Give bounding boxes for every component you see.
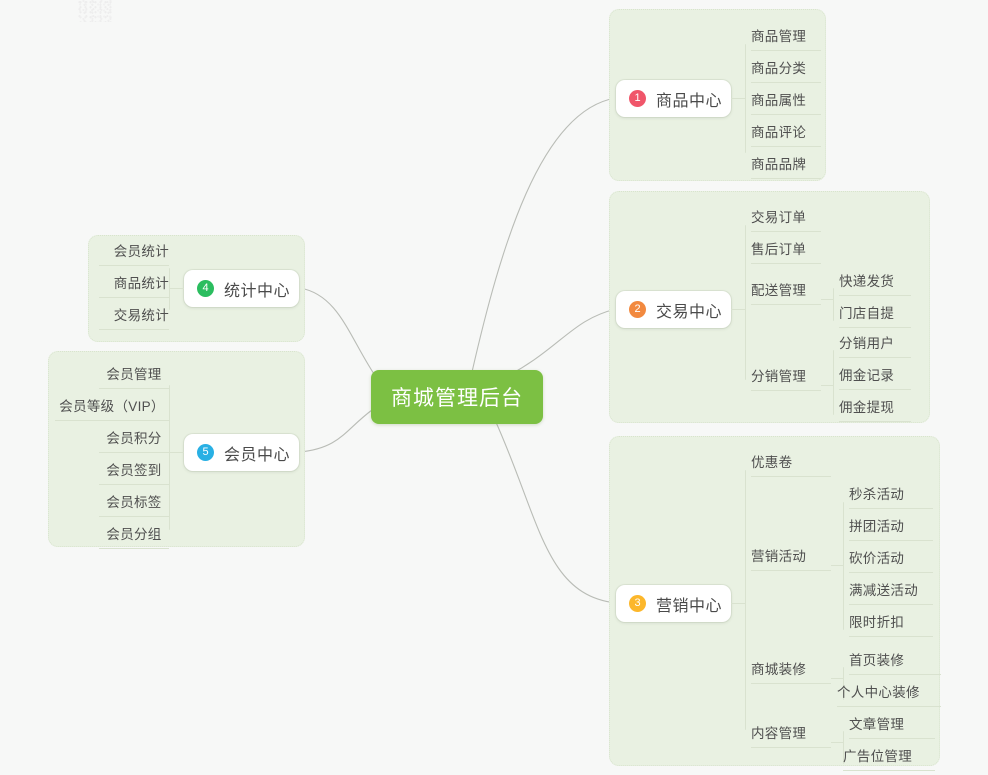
bracket-content	[843, 731, 844, 764]
leaf-node[interactable]: 会员积分	[99, 427, 169, 453]
bracket-marketing	[745, 470, 746, 730]
branch-label-stats: 统计中心	[224, 282, 291, 300]
leaf-node[interactable]: 满减送活动	[849, 579, 933, 605]
leaf-node[interactable]: 商品统计	[99, 272, 169, 298]
link-root-to-stats	[299, 287, 379, 381]
leaf-node[interactable]: 交易统计	[99, 304, 169, 330]
bracket-stats	[169, 268, 170, 310]
stub-marketing	[731, 603, 745, 604]
leaf-node[interactable]: 限时折扣	[849, 611, 933, 637]
leaf-node[interactable]: 会员等级（VIP）	[55, 395, 169, 421]
root-node-label: 商城管理后台	[391, 387, 523, 410]
watermark-artifact	[78, 0, 112, 22]
stub-member	[170, 452, 184, 453]
stub-content	[831, 742, 843, 743]
bracket-product	[745, 44, 746, 153]
branch-badge-4: 4	[197, 280, 214, 297]
stub-trade	[731, 309, 745, 310]
leaf-node[interactable]: 交易订单	[751, 206, 821, 232]
leaf-node[interactable]: 会员统计	[99, 240, 169, 266]
stub-stats	[170, 288, 184, 289]
stub-product	[731, 98, 745, 99]
stub-campaign	[831, 565, 843, 566]
sub-node[interactable]: 配送管理	[751, 279, 821, 305]
stub-decoration	[831, 678, 843, 679]
branch-badge-3: 3	[629, 595, 646, 612]
leaf-node[interactable]: 佣金提现	[839, 396, 911, 422]
link-root-to-member	[299, 409, 373, 453]
leaf-node[interactable]: 首页装修	[849, 649, 941, 675]
leaf-node[interactable]: 商品属性	[751, 89, 821, 115]
root-node[interactable]: 商城管理后台	[371, 370, 543, 424]
link-root-to-product	[471, 97, 617, 373]
leaf-node[interactable]: 文章管理	[849, 713, 935, 739]
branch-label-trade: 交易中心	[656, 303, 723, 321]
sub-node[interactable]: 商城装修	[751, 658, 831, 684]
leaf-node[interactable]: 优惠卷	[751, 451, 831, 477]
branch-badge-2: 2	[629, 301, 646, 318]
leaf-node[interactable]: 分销用户	[839, 332, 911, 358]
branch-node-stats[interactable]: 4 统计中心	[184, 270, 299, 307]
stub-delivery	[821, 299, 833, 300]
branch-label-marketing: 营销中心	[656, 597, 723, 615]
branch-node-product[interactable]: 1 商品中心	[616, 80, 731, 117]
leaf-node[interactable]: 会员管理	[99, 363, 169, 389]
leaf-node[interactable]: 会员分组	[99, 523, 169, 549]
sub-node[interactable]: 分销管理	[751, 365, 821, 391]
leaf-node[interactable]: 商品分类	[751, 57, 821, 83]
sub-node[interactable]: 内容管理	[751, 722, 831, 748]
leaf-node[interactable]: 售后订单	[751, 238, 821, 264]
leaf-node[interactable]: 商品管理	[751, 25, 821, 51]
branch-node-trade[interactable]: 2 交易中心	[616, 291, 731, 328]
leaf-node[interactable]: 广告位管理	[843, 745, 935, 771]
leaf-node[interactable]: 会员标签	[99, 491, 169, 517]
leaf-node[interactable]: 商品评论	[751, 121, 821, 147]
branch-badge-1: 1	[629, 90, 646, 107]
leaf-node[interactable]: 砍价活动	[849, 547, 933, 573]
branch-node-member[interactable]: 5 会员中心	[184, 434, 299, 471]
leaf-node[interactable]: 商品品牌	[751, 153, 821, 179]
stub-distribution	[821, 385, 833, 386]
bracket-delivery	[833, 288, 834, 321]
leaf-node[interactable]: 个人中心装修	[837, 681, 941, 707]
branch-node-marketing[interactable]: 3 营销中心	[616, 585, 731, 622]
bracket-distribution	[833, 350, 834, 415]
branch-label-product: 商品中心	[656, 92, 723, 110]
leaf-node[interactable]: 佣金记录	[839, 364, 911, 390]
branch-badge-5: 5	[197, 444, 214, 461]
branch-group-marketing	[609, 436, 940, 766]
bracket-campaign	[843, 502, 844, 630]
leaf-node[interactable]: 会员签到	[99, 459, 169, 485]
leaf-node[interactable]: 门店自提	[839, 302, 911, 328]
bracket-member	[169, 385, 170, 530]
link-root-to-marketing	[494, 419, 617, 604]
bracket-decoration	[843, 667, 844, 700]
bracket-trade	[745, 225, 746, 380]
leaf-node[interactable]: 秒杀活动	[849, 483, 933, 509]
leaf-node[interactable]: 快递发货	[839, 270, 911, 296]
leaf-node[interactable]: 拼团活动	[849, 515, 933, 541]
branch-label-member: 会员中心	[224, 446, 291, 464]
sub-node[interactable]: 营销活动	[751, 545, 831, 571]
